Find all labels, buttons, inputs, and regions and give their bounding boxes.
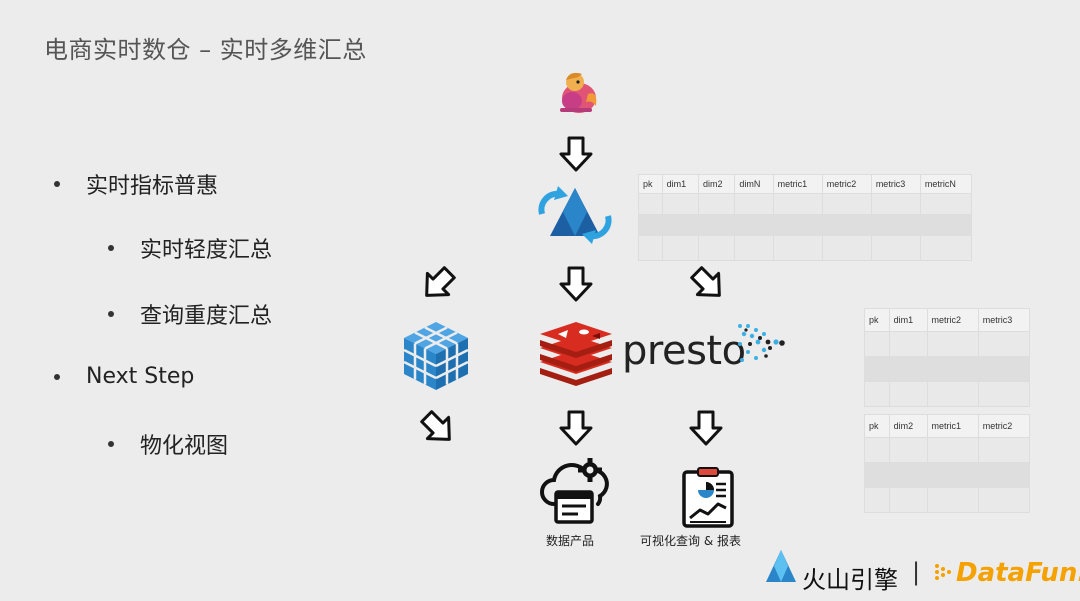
volcano-engine-brand: 火山引擎 <box>802 566 898 594</box>
table-header-cell: pk <box>638 174 663 194</box>
table-header-cell: dim2 <box>697 174 736 194</box>
table-row <box>638 235 973 261</box>
table-header-cell: metric2 <box>926 308 979 332</box>
table-header-cell: dim1 <box>661 174 699 194</box>
summary-table-dim1: pk dim1 metric2 metric3 <box>864 308 1031 407</box>
table-header-cell: metric1 <box>926 414 979 438</box>
flink-squirrel-icon <box>552 68 602 116</box>
clipboard-chart-icon <box>680 466 736 528</box>
bullet-item: 实时指标普惠 <box>54 168 218 200</box>
bullet-item: 查询重度汇总 <box>108 298 272 330</box>
bullet-item: 物化视图 <box>108 428 228 460</box>
bullet-text: 实时轻度汇总 <box>140 238 273 263</box>
bullet-dot <box>108 441 114 447</box>
datafun-brand: DataFun. <box>956 558 1080 588</box>
bullet-text: 实时指标普惠 <box>86 174 219 199</box>
table-row <box>864 331 1031 357</box>
table-header-cell: metricN <box>919 174 973 194</box>
table-header-cell: pk <box>864 308 890 332</box>
table-row <box>638 193 973 215</box>
table-header-cell: metric1 <box>772 174 823 194</box>
down-arrow-icon <box>556 134 596 174</box>
visual-query-caption: 可视化查询 & 报表 <box>640 534 741 548</box>
presto-wordmark: presto <box>622 328 746 374</box>
bullet-item: Next Step <box>54 364 194 389</box>
kafka-stream-icon <box>532 184 618 246</box>
down-arrow-icon <box>556 264 596 304</box>
datafun-logo-icon <box>934 562 956 582</box>
down-right-arrow-icon <box>688 264 728 304</box>
down-arrow-icon <box>556 408 596 448</box>
table-row <box>864 356 1031 382</box>
page-title: 电商实时数仓 – 实时多维汇总 <box>44 36 367 64</box>
down-right-arrow-icon <box>418 408 458 448</box>
table-header-cell: metric3 <box>870 174 921 194</box>
table-header-row: pk dim1 dim2 dimN metric1 metric2 metric… <box>638 174 973 194</box>
table-header-cell: dimN <box>734 174 774 194</box>
cube-blocks-icon <box>402 320 470 392</box>
table-row <box>864 462 1031 488</box>
down-left-arrow-icon <box>418 264 458 304</box>
table-header-cell: dim2 <box>888 414 928 438</box>
cloud-gear-icon <box>538 458 614 528</box>
table-row <box>864 487 1031 513</box>
bullet-dot <box>54 373 60 380</box>
down-arrow-icon <box>686 408 726 448</box>
bullet-dot <box>108 245 114 251</box>
table-header-cell: metric2 <box>977 414 1031 438</box>
bullet-text: 查询重度汇总 <box>140 304 273 329</box>
bullet-text: 物化视图 <box>140 434 229 459</box>
table-header-row: pk dim1 metric2 metric3 <box>864 308 1031 332</box>
table-row <box>864 381 1031 407</box>
bullet-item: 实时轻度汇总 <box>108 232 272 264</box>
volcano-engine-logo-icon <box>764 548 798 584</box>
presto-logo-icon <box>736 322 788 364</box>
table-row <box>638 214 973 236</box>
brand-separator: | <box>912 558 921 586</box>
table-header-cell: dim1 <box>888 308 928 332</box>
data-product-caption: 数据产品 <box>546 534 595 548</box>
table-row <box>864 437 1031 463</box>
bullet-dot <box>54 181 60 187</box>
table-header-row: pk dim2 metric1 metric2 <box>864 414 1031 438</box>
table-header-cell: metric2 <box>821 174 872 194</box>
bullet-dot <box>108 311 114 317</box>
redis-icon <box>536 322 616 386</box>
table-header-cell: pk <box>864 414 890 438</box>
dimension-metric-table: pk dim1 dim2 dimN metric1 metric2 metric… <box>638 174 973 261</box>
table-header-cell: metric3 <box>977 308 1031 332</box>
summary-table-dim2: pk dim2 metric1 metric2 <box>864 414 1031 513</box>
bullet-text: Next Step <box>86 364 195 389</box>
